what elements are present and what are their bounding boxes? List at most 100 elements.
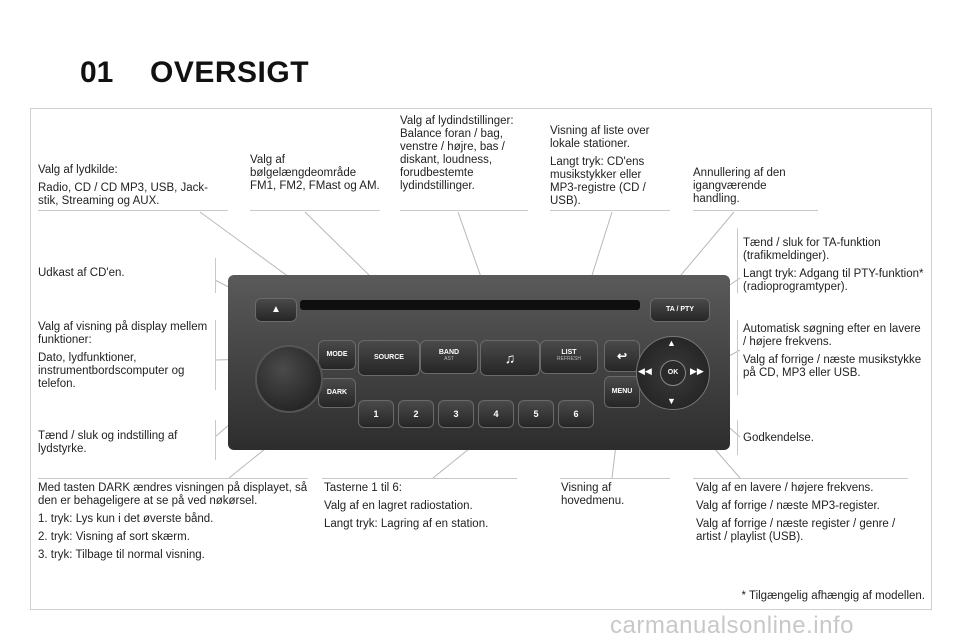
- label-search: Automatisk søgning efter en lavere / høj…: [743, 323, 923, 385]
- rule: [215, 420, 216, 460]
- label-dark-press3: 3. tryk: Tilbage til normal visning.: [38, 549, 205, 561]
- label-volume: Tænd / sluk og indstilling af lydstyrke.: [38, 430, 210, 461]
- preset-label: 3: [453, 409, 459, 419]
- label-list-long: Langt tryk: CD'ens musikstykker eller MP…: [550, 156, 646, 207]
- label-ta: Tænd / sluk for TA-funktion (trafikmeldi…: [743, 237, 928, 299]
- label-search-track: Valg af forrige / næste musikstykke på C…: [743, 354, 922, 379]
- rule: [38, 478, 308, 479]
- label-ta-short: Tænd / sluk for TA-funktion (trafikmeldi…: [743, 237, 881, 262]
- rule: [550, 210, 670, 211]
- chapter-number: 01: [80, 56, 114, 89]
- source-button[interactable]: SOURCE: [358, 340, 420, 376]
- rule: [737, 228, 738, 293]
- back-icon: ↩: [616, 349, 628, 363]
- back-button[interactable]: ↩: [604, 340, 640, 372]
- preset-button-2[interactable]: 2: [398, 400, 434, 428]
- label-list: Visning af liste over lokale stationer. …: [550, 125, 668, 213]
- label-keys: Tasterne 1 til 6: Valg af en lagret radi…: [324, 482, 519, 536]
- label-audio-text: Valg af lydindstillinger: Balance foran …: [400, 115, 514, 192]
- cd-slot: [300, 300, 640, 310]
- label-mode-title: Valg af visning på display mellem funkti…: [38, 321, 208, 346]
- rule: [250, 210, 380, 211]
- eject-icon: ▲: [271, 304, 281, 315]
- preset-button-3[interactable]: 3: [438, 400, 474, 428]
- footnote-text: * Tilgængelig afhængig af modellen.: [741, 590, 925, 602]
- label-ta-long: Langt tryk: Adgang til PTY-funktion* (ra…: [743, 268, 924, 293]
- mode-label: MODE: [326, 351, 348, 358]
- label-list-short: Visning af liste over lokale stationer.: [550, 125, 650, 150]
- label-dark: Med tasten DARK ændres visningen på disp…: [38, 482, 310, 567]
- header: 01 OVERSIGT: [0, 0, 960, 100]
- rule: [215, 320, 216, 390]
- label-keys-short: Valg af en lagret radiostation.: [324, 500, 473, 512]
- watermark: carmanualsonline.info: [610, 612, 854, 639]
- label-mode: Valg af visning på display mellem funkti…: [38, 321, 210, 396]
- rule: [322, 478, 517, 479]
- music-note-icon: ♫: [504, 350, 516, 366]
- label-ok-text: Godkendelse.: [743, 432, 814, 444]
- preset-label: 2: [413, 409, 419, 419]
- list-sublabel: REFRESH: [557, 356, 581, 362]
- list-button[interactable]: LIST REFRESH: [540, 340, 598, 374]
- label-arrows-mp3: Valg af forrige / næste MP3-register.: [696, 500, 880, 512]
- rule: [737, 420, 738, 455]
- ta-pty-button[interactable]: TA / PTY: [650, 298, 710, 322]
- arrow-left-icon[interactable]: ◀◀: [638, 366, 652, 376]
- dark-button[interactable]: DARK: [318, 378, 356, 408]
- label-source-desc: Radio, CD / CD MP3, USB, Jack-stik, Stre…: [38, 182, 208, 207]
- menu-button[interactable]: MENU: [604, 376, 640, 408]
- preset-button-6[interactable]: 6: [558, 400, 594, 428]
- label-menu: Visning af hovedmenu.: [561, 482, 661, 513]
- band-button[interactable]: BAND AST: [420, 340, 478, 374]
- label-eject-text: Udkast af CD'en.: [38, 267, 125, 279]
- rule: [693, 478, 908, 479]
- preset-label: 6: [573, 409, 579, 419]
- label-eject: Udkast af CD'en.: [38, 267, 208, 285]
- source-label: SOURCE: [374, 354, 404, 361]
- label-menu-text: Visning af hovedmenu.: [561, 482, 625, 507]
- preset-button-5[interactable]: 5: [518, 400, 554, 428]
- arrow-down-icon[interactable]: ▼: [667, 396, 676, 406]
- label-source-title: Valg af lydkilde:: [38, 164, 118, 176]
- preset-button-1[interactable]: 1: [358, 400, 394, 428]
- page-title: OVERSIGT: [150, 56, 310, 89]
- rule: [38, 210, 228, 211]
- label-search-text: Automatisk søgning efter en lavere / høj…: [743, 323, 921, 348]
- band-sublabel: AST: [444, 356, 454, 362]
- label-dark-press1: 1. tryk: Lys kun i det øverste bånd.: [38, 513, 214, 525]
- eject-button[interactable]: ▲: [255, 298, 297, 322]
- arrow-right-icon[interactable]: ▶▶: [690, 366, 704, 376]
- label-arrows: Valg af en lavere / højere frekvens. Val…: [696, 482, 914, 549]
- label-arrows-usb: Valg af forrige / næste register / genre…: [696, 518, 896, 543]
- mode-button[interactable]: MODE: [318, 340, 356, 370]
- audio-button[interactable]: ♫: [480, 340, 540, 376]
- footnote: * Tilgængelig afhængig af modellen.: [710, 590, 925, 608]
- menu-label: MENU: [611, 388, 633, 395]
- arrow-up-icon[interactable]: ▲: [667, 338, 676, 348]
- ok-label: OK: [667, 369, 679, 376]
- label-keys-title: Tasterne 1 til 6:: [324, 482, 402, 494]
- rule: [737, 320, 738, 395]
- list-label: LIST: [561, 349, 577, 356]
- label-keys-long: Langt tryk: Lagring af en station.: [324, 518, 489, 530]
- preset-label: 1: [373, 409, 379, 419]
- label-ok: Godkendelse.: [743, 432, 893, 450]
- label-mode-desc: Dato, lydfunktioner, instrumentbordscomp…: [38, 352, 185, 390]
- ta-pty-label: TA / PTY: [666, 306, 694, 313]
- label-cancel: Annullering af den igangværende handling…: [693, 167, 813, 211]
- label-audio: Valg af lydindstillinger: Balance foran …: [400, 115, 528, 198]
- preset-label: 4: [493, 409, 499, 419]
- label-arrows-freq: Valg af en lavere / højere frekvens.: [696, 482, 874, 494]
- rule: [560, 478, 670, 479]
- label-dark-intro: Med tasten DARK ændres visningen på disp…: [38, 482, 308, 507]
- rule: [693, 210, 818, 211]
- band-label: BAND: [438, 349, 460, 356]
- label-volume-text: Tænd / sluk og indstilling af lydstyrke.: [38, 430, 178, 455]
- label-cancel-text: Annullering af den igangværende handling…: [693, 167, 786, 205]
- preset-button-4[interactable]: 4: [478, 400, 514, 428]
- label-source: Valg af lydkilde: Radio, CD / CD MP3, US…: [38, 164, 223, 213]
- label-band-text: Valg af bølgelængdeområde FM1, FM2, FMas…: [250, 154, 380, 192]
- label-dark-press2: 2. tryk: Visning af sort skærm.: [38, 531, 190, 543]
- ok-button[interactable]: OK: [660, 360, 686, 386]
- volume-knob[interactable]: [255, 345, 323, 413]
